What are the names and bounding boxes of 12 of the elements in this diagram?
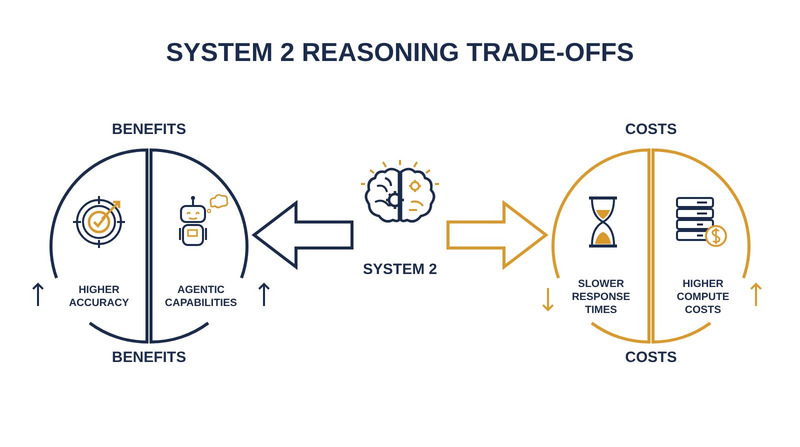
section-heading: COSTS [624,120,678,140]
section-heading: BENEFITS [110,120,188,140]
block-arrow [252,200,354,270]
section-heading: COSTS [624,348,678,368]
block-arrow [446,200,548,270]
label: HIGHER ACCURACY [68,284,130,310]
label: SLOWER RESPONSE TIMES [570,278,632,317]
section-heading: BENEFITS [110,348,188,368]
label: AGENTIC CAPABILITIES [164,284,238,310]
title: SYSTEM 2 REASONING TRADE-OFFS [164,36,636,68]
label: SYSTEM 2 [362,260,438,280]
label: HIGHER COMPUTE COSTS [676,278,730,317]
